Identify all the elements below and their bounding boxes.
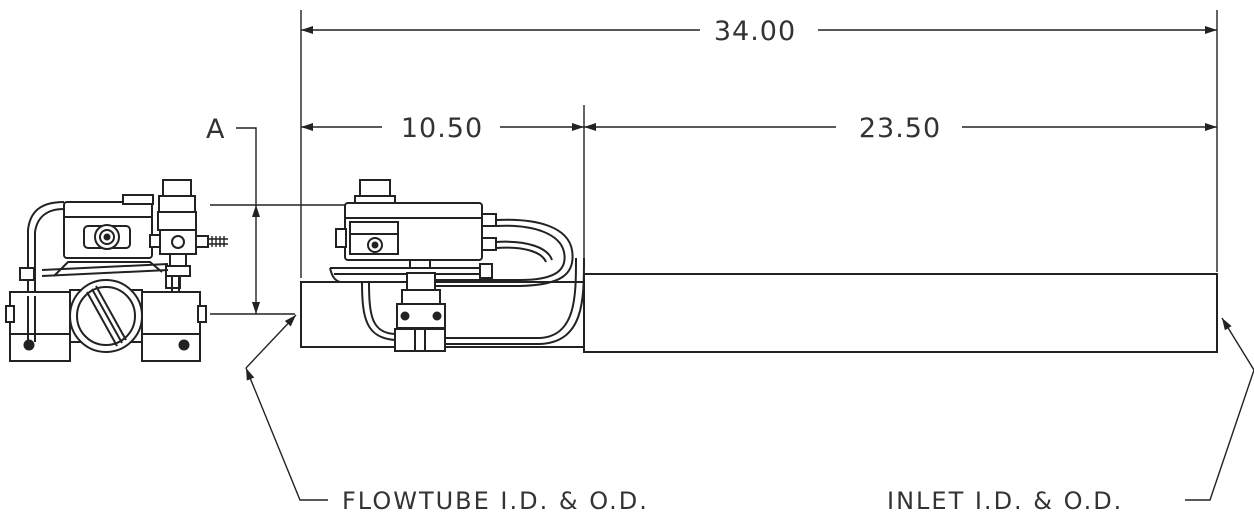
- sensor-section-dimension: 10.50: [301, 113, 584, 144]
- sensor-section-dimension-label: 10.50: [401, 113, 483, 144]
- extension-lines: [210, 10, 1218, 315]
- flowtube-callout: FLOWTUBE I.D. & O.D.: [342, 487, 649, 515]
- side-view: [300, 179, 1218, 353]
- inlet-section-dimension: 23.50: [584, 113, 1217, 144]
- inlet-section: [583, 273, 1218, 353]
- overall-dimension: 34.00: [301, 16, 1217, 47]
- callout-leaders: [245, 314, 1254, 501]
- end-view: [5, 179, 228, 362]
- inlet-callout: INLET I.D. & O.D.: [887, 487, 1123, 515]
- overall-dimension-label: 34.00: [714, 16, 796, 47]
- inlet-section-dimension-label: 23.50: [859, 113, 941, 144]
- height-dimension-label: A: [206, 114, 225, 145]
- height-dimension: A: [206, 114, 260, 314]
